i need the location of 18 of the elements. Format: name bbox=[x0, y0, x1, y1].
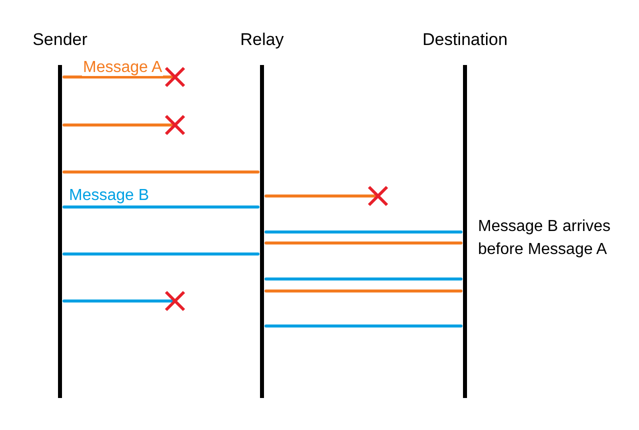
edge-label: Message A bbox=[82, 60, 164, 76]
lost-message-line bbox=[62, 290, 186, 312]
message-line bbox=[264, 324, 462, 328]
lost-message-line bbox=[62, 66, 186, 88]
lifeline-heading: Relay bbox=[239, 30, 285, 50]
note-text: Message B arrives before Message A bbox=[478, 217, 612, 260]
message-line bbox=[62, 206, 260, 208]
message-line bbox=[62, 170, 260, 174]
message-line bbox=[264, 278, 462, 280]
message-line bbox=[264, 230, 462, 234]
edge-label: Message B bbox=[68, 188, 150, 204]
lost-message-line bbox=[264, 186, 388, 206]
message-line bbox=[264, 290, 462, 292]
lost-message-line bbox=[62, 114, 186, 136]
message-line bbox=[62, 252, 260, 256]
lifeline-heading: Sender bbox=[32, 30, 88, 50]
lifeline-heading: Destination bbox=[421, 30, 509, 50]
message-line bbox=[264, 242, 462, 244]
